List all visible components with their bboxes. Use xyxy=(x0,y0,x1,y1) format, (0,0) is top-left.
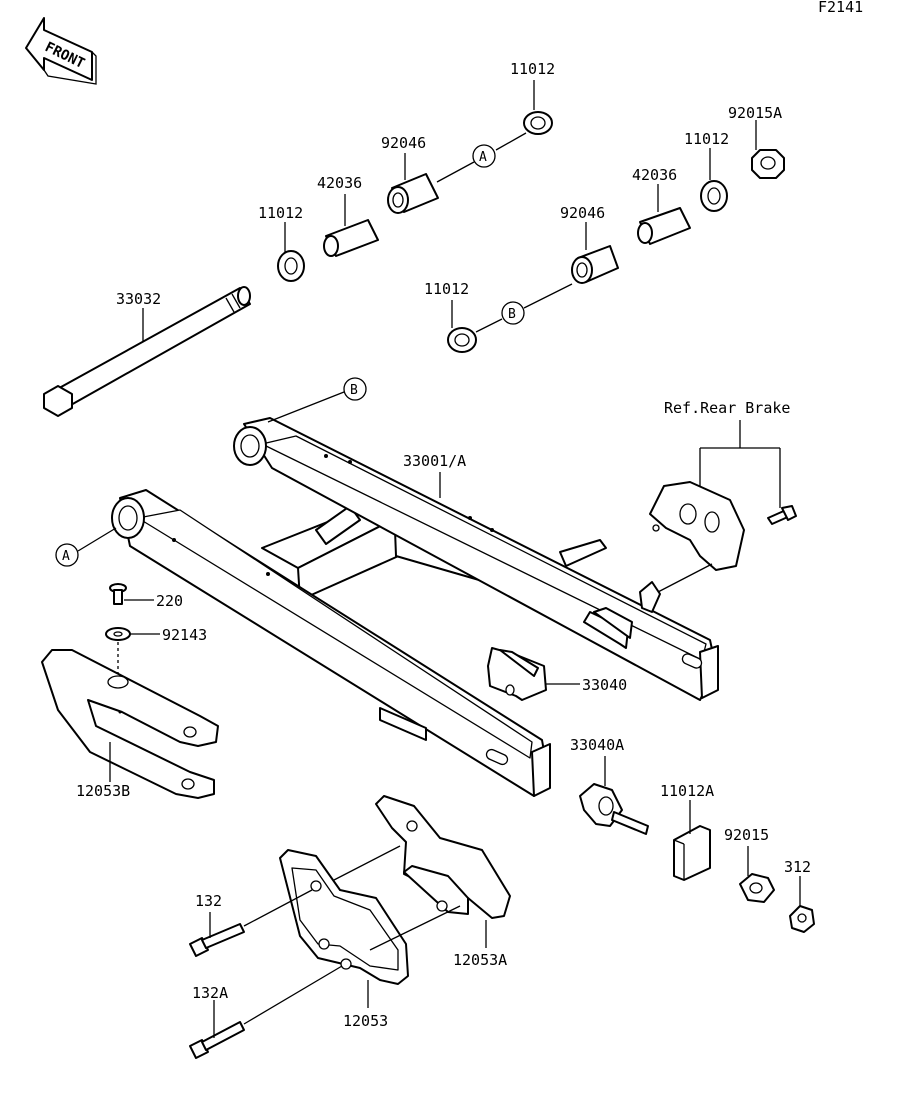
label-12053: 12053 xyxy=(343,1012,388,1030)
nut-92015 xyxy=(739,873,775,903)
sleeve-42036-right xyxy=(637,207,691,245)
bushing-11012-mid xyxy=(447,327,477,353)
label-12053B: 12053B xyxy=(76,782,130,800)
front-arrow-icon: FRONT xyxy=(25,17,97,85)
svg-text:B: B xyxy=(350,383,358,398)
chain-guide-plate-12053 xyxy=(279,849,409,985)
pad-11012A xyxy=(673,825,711,881)
sleeve-42036-top xyxy=(323,219,379,257)
bushing-11012-left xyxy=(277,250,305,282)
pivot-shaft-33032 xyxy=(43,286,251,417)
label-11012-right: 11012 xyxy=(684,130,729,148)
bushing-11012-top xyxy=(523,111,553,135)
label-33040: 33040 xyxy=(582,676,627,694)
adjuster-bolt-33040A xyxy=(579,783,649,835)
needle-bearing-92046-top xyxy=(387,173,439,214)
callout-b-mid: B xyxy=(501,301,525,325)
bushing-11012-right xyxy=(700,180,728,212)
nut-92015A xyxy=(751,149,785,179)
callout-a-arm: A xyxy=(55,543,79,567)
svg-text:B: B xyxy=(508,307,516,322)
figure-code: F2141 xyxy=(818,0,863,16)
label-33040A: 33040A xyxy=(570,736,624,754)
label-11012A: 11012A xyxy=(660,782,714,800)
chain-slider-12053B xyxy=(41,649,219,799)
label-92046-mid: 92046 xyxy=(560,204,605,222)
svg-text:A: A xyxy=(62,549,70,564)
label-11012-mid: 11012 xyxy=(424,280,469,298)
callout-a-top: A xyxy=(472,144,496,168)
swing-arm-33001A xyxy=(111,417,719,797)
label-92046-top: 92046 xyxy=(381,134,426,152)
needle-bearing-92046-mid xyxy=(571,245,619,284)
label-92015: 92015 xyxy=(724,826,769,844)
chain-adjuster-block-33040 xyxy=(487,647,547,701)
washer-92143 xyxy=(105,627,131,641)
label-11012-top: 11012 xyxy=(510,60,555,78)
label-33001A: 33001/A xyxy=(403,452,466,470)
brake-bolt xyxy=(767,505,797,525)
label-312: 312 xyxy=(784,858,811,876)
label-132: 132 xyxy=(195,892,222,910)
bolt-132 xyxy=(189,923,245,957)
label-132A: 132A xyxy=(192,984,228,1002)
label-12053A: 12053A xyxy=(453,951,507,969)
nut-312 xyxy=(789,905,815,933)
label-220: 220 xyxy=(156,592,183,610)
label-11012-left: 11012 xyxy=(258,204,303,222)
label-92015A: 92015A xyxy=(728,104,782,122)
brake-bracket xyxy=(649,481,745,571)
callout-b-arm: B xyxy=(343,377,367,401)
label-92143: 92143 xyxy=(162,626,207,644)
ref-rear-brake-label: Ref.Rear Brake xyxy=(664,399,790,417)
bolt-220 xyxy=(109,583,127,605)
bolt-132A xyxy=(189,1021,245,1059)
label-42036-right: 42036 xyxy=(632,166,677,184)
label-33032: 33032 xyxy=(116,290,161,308)
label-42036-top: 42036 xyxy=(317,174,362,192)
svg-text:A: A xyxy=(479,150,487,165)
chain-guide-plate-12053A xyxy=(375,795,511,919)
